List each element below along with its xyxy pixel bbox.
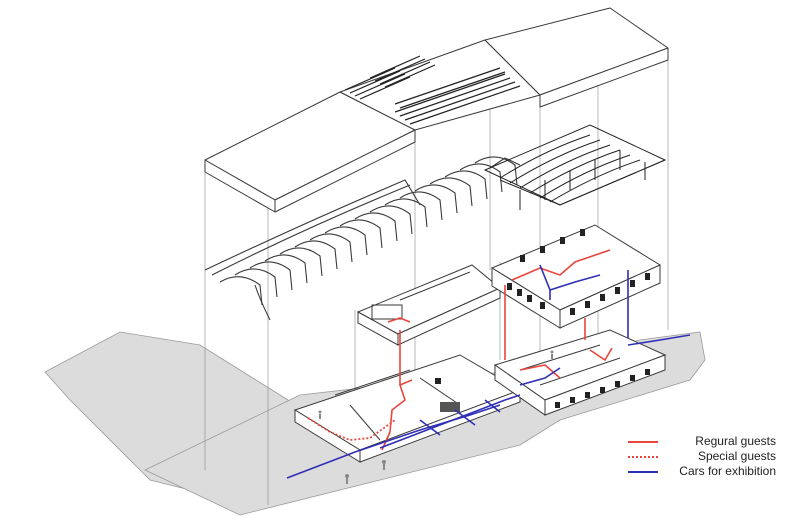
legend-item-regular-guests: Regural guests bbox=[626, 434, 786, 450]
legend-swatch-solid-red bbox=[628, 441, 658, 443]
people-figures bbox=[318, 350, 554, 484]
legend: Regural guests Special guests Cars for e… bbox=[626, 434, 786, 482]
legend-item-special-guests: Special guests bbox=[626, 449, 786, 465]
legend-item-cars: Cars for exhibition bbox=[626, 464, 786, 480]
ground-floor-windows bbox=[435, 369, 650, 412]
legend-swatch-dotted-red bbox=[628, 456, 658, 458]
legend-label: Cars for exhibition bbox=[679, 464, 776, 478]
roof-left-face bbox=[274, 129, 416, 213]
route-cars bbox=[286, 264, 691, 479]
route-special-guests bbox=[307, 417, 396, 441]
legend-label: Special guests bbox=[697, 449, 776, 463]
roof-right-face bbox=[539, 47, 669, 108]
upper-floor-windows bbox=[507, 229, 650, 315]
upper-floor-right bbox=[490, 224, 662, 329]
legend-swatch-solid-blue bbox=[628, 471, 658, 473]
upper-floor-left bbox=[356, 264, 501, 346]
roof-layer bbox=[204, 7, 669, 213]
roof-skylight-strips bbox=[344, 55, 521, 125]
legend-label: Regural guests bbox=[695, 434, 776, 448]
truss-right bbox=[483, 124, 667, 210]
route-regular-guests bbox=[381, 249, 613, 451]
truss-layer bbox=[204, 156, 521, 321]
